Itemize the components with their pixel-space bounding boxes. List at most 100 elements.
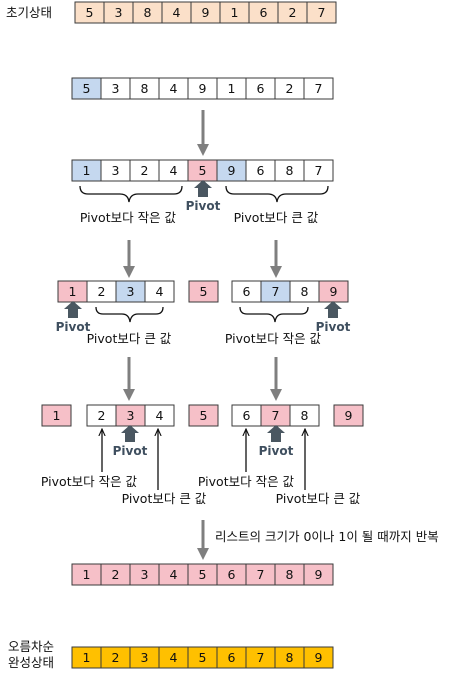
array-step3-mid: 5 <box>188 280 219 303</box>
array-cell-value: 8 <box>286 163 294 178</box>
array-cell-value: 8 <box>286 567 294 582</box>
array-cell-box <box>289 404 320 427</box>
pivot-up-arrow-step2 <box>194 180 212 197</box>
array-cell-box <box>188 404 219 427</box>
array-cell-value: 6 <box>228 567 236 582</box>
array-cell-box <box>303 77 334 100</box>
array-cell: 5 <box>74 1 105 24</box>
array-cell-value: 5 <box>200 408 208 423</box>
array-cell: 3 <box>115 280 146 303</box>
sorted-label-line2: 완성상태 <box>8 655 54 670</box>
array-cell-value: 4 <box>173 5 181 20</box>
array-cell-value: 1 <box>228 81 236 96</box>
array-cell-value: 3 <box>127 408 135 423</box>
array-cell: 7 <box>260 280 291 303</box>
pivot-up-arrow-step4-left <box>121 425 139 442</box>
array-cell-value: 7 <box>318 5 326 20</box>
array-cell-value: 4 <box>170 567 178 582</box>
array-cell: 9 <box>303 563 334 586</box>
array-cell-box <box>303 563 334 586</box>
array-cell-box <box>144 280 175 303</box>
larger-label-step4-right: Pivot보다 큰 값 <box>276 491 361 506</box>
array-cell: 4 <box>158 77 189 100</box>
array-cell-value: 9 <box>315 650 323 665</box>
array-cell: 1 <box>71 563 102 586</box>
array-cell-value: 5 <box>199 567 207 582</box>
larger-label-step2: Pivot보다 큰 값 <box>234 210 319 225</box>
array-cell-value: 2 <box>98 284 106 299</box>
array-cell: 5 <box>188 404 219 427</box>
array-cell: 5 <box>187 159 218 182</box>
array-cell-box <box>303 159 334 182</box>
array-cell: 3 <box>129 646 160 669</box>
smaller-label-step2: Pivot보다 작은 값 <box>80 210 177 225</box>
array-cell: 3 <box>100 77 131 100</box>
array-cell-box <box>303 646 334 669</box>
array-cell-value: 8 <box>301 408 309 423</box>
array-cell-value: 9 <box>199 81 207 96</box>
initial-state-label: 초기상태 <box>6 5 52 20</box>
array-cell-value: 7 <box>257 567 265 582</box>
array-cell-box <box>333 404 364 427</box>
array-cell-value: 3 <box>127 284 135 299</box>
array-cell: 8 <box>289 280 320 303</box>
array-cell-value: 9 <box>228 163 236 178</box>
array-cell: 1 <box>71 646 102 669</box>
array-cell: 9 <box>333 404 364 427</box>
array-cell: 2 <box>100 563 131 586</box>
array-cell: 7 <box>306 1 337 24</box>
array-cell: 4 <box>144 280 175 303</box>
pivot-up-arrow-step4-right <box>267 425 285 442</box>
smaller-label-step4-right: Pivot보다 작은 값 <box>198 474 295 489</box>
array-cell: 7 <box>303 77 334 100</box>
array-cell-value: 1 <box>83 650 91 665</box>
array-step4-e: 9 <box>333 404 364 427</box>
array-cell-value: 3 <box>112 163 120 178</box>
array-cell: 2 <box>277 1 308 24</box>
brace-larger-step3-left <box>95 306 164 323</box>
recursion-note: 리스트의 크기가 0이나 1이 될 때까지 반복 <box>215 529 439 544</box>
array-cell-value: 3 <box>115 5 123 20</box>
array-cell-value: 4 <box>170 650 178 665</box>
array-cell-value: 1 <box>83 567 91 582</box>
array-cell-value: 2 <box>112 650 120 665</box>
array-cell: 1 <box>219 1 250 24</box>
array-cell: 2 <box>86 280 117 303</box>
array-cell-value: 7 <box>272 408 280 423</box>
array-cell-value: 9 <box>330 284 338 299</box>
pivot-up-arrow-step3-right <box>324 301 342 318</box>
array-cell: 2 <box>100 646 131 669</box>
array-cell-box <box>41 404 72 427</box>
array-cell-value: 1 <box>83 163 91 178</box>
array-cell-value: 5 <box>86 5 94 20</box>
array-cell-value: 8 <box>301 284 309 299</box>
array-cell: 8 <box>132 1 163 24</box>
array-cell-value: 2 <box>141 163 149 178</box>
array-cell: 4 <box>161 1 192 24</box>
array-cell: 4 <box>144 404 175 427</box>
array-cell: 9 <box>216 159 247 182</box>
array-cell: 6 <box>231 280 262 303</box>
array-cell-value: 8 <box>144 5 152 20</box>
array-cell: 6 <box>216 646 247 669</box>
array-cell: 4 <box>158 563 189 586</box>
array-cell: 7 <box>260 404 291 427</box>
array-cell-box <box>306 1 337 24</box>
array-cell: 3 <box>115 404 146 427</box>
array-cell-value: 4 <box>156 284 164 299</box>
array-step4-c: 5 <box>188 404 219 427</box>
array-cell-value: 1 <box>231 5 239 20</box>
array-cell: 8 <box>129 77 160 100</box>
array-cell-value: 6 <box>243 284 251 299</box>
array-cell: 4 <box>158 646 189 669</box>
array-cell: 4 <box>158 159 189 182</box>
array-cell: 1 <box>216 77 247 100</box>
array-cell: 1 <box>41 404 72 427</box>
sorted-label-line1: 오름차순 <box>8 639 54 654</box>
array-cell-value: 6 <box>243 408 251 423</box>
array-cell: 9 <box>187 77 218 100</box>
larger-label-step4-left: Pivot보다 큰 값 <box>122 491 207 506</box>
